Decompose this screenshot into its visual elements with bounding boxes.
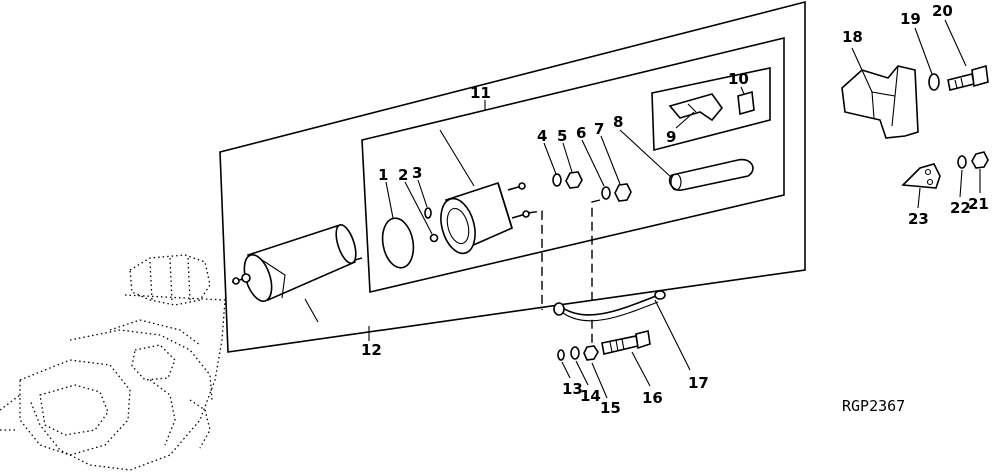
washer-3: [424, 207, 432, 219]
label-10: 10: [728, 70, 749, 88]
nut-15: [583, 345, 599, 361]
bolt-16: [601, 330, 651, 355]
kit-inner-panel: [361, 36, 785, 293]
label-23: 23: [908, 210, 929, 228]
wire-lead-17: [553, 290, 666, 322]
label-9: 9: [666, 128, 676, 146]
label-16: 16: [642, 389, 663, 407]
leader-lines: [304, 86, 745, 371]
washer-13: [557, 349, 565, 361]
starter-motor-ghost: [0, 254, 226, 471]
nut-21: [971, 151, 989, 169]
label-13: 13: [562, 380, 583, 398]
washer-6: [601, 186, 611, 200]
nut-7: [614, 183, 632, 202]
boot-8: [668, 158, 754, 191]
washer-4: [552, 173, 562, 187]
assembly-lines: [527, 199, 601, 345]
label-5: 5: [557, 127, 567, 145]
leader-lines-lower: [561, 351, 651, 399]
washer-14: [570, 346, 580, 360]
parts-9-10-box: [651, 67, 771, 152]
plate-10: [737, 90, 755, 116]
label-4: 4: [537, 127, 547, 145]
label-6: 6: [576, 124, 586, 142]
washer-22: [957, 155, 967, 169]
label-21: 21: [968, 195, 989, 213]
kit-outer-panel: [219, 0, 806, 353]
label-3: 3: [412, 164, 422, 182]
label-14: 14: [580, 387, 601, 405]
bracket-9: [668, 93, 724, 122]
label-17: 17: [688, 374, 709, 392]
clip-23: [901, 163, 941, 189]
label-18: 18: [842, 28, 863, 46]
ball-2: [429, 233, 439, 243]
cover-18: [841, 65, 919, 139]
nut-5: [565, 171, 583, 189]
label-7: 7: [594, 120, 604, 138]
label-12: 12: [361, 341, 382, 359]
solenoid-cap: [440, 181, 530, 255]
figure-code: RGP2367: [842, 397, 905, 415]
solenoid-body: [231, 224, 363, 302]
o-ring: [381, 217, 415, 269]
label-2: 2: [398, 166, 408, 184]
washer-19: [928, 73, 940, 91]
callout-labels: 1 2 3 4 5 6 7 8 9 10 11 12 13 14 15 16 1…: [361, 2, 989, 417]
label-15: 15: [600, 399, 621, 417]
label-8: 8: [613, 113, 623, 131]
label-1: 1: [378, 166, 388, 184]
bolt-20: [947, 64, 989, 91]
label-22: 22: [950, 199, 971, 217]
label-19: 19: [900, 10, 921, 28]
label-20: 20: [932, 2, 953, 20]
label-11: 11: [470, 84, 491, 102]
